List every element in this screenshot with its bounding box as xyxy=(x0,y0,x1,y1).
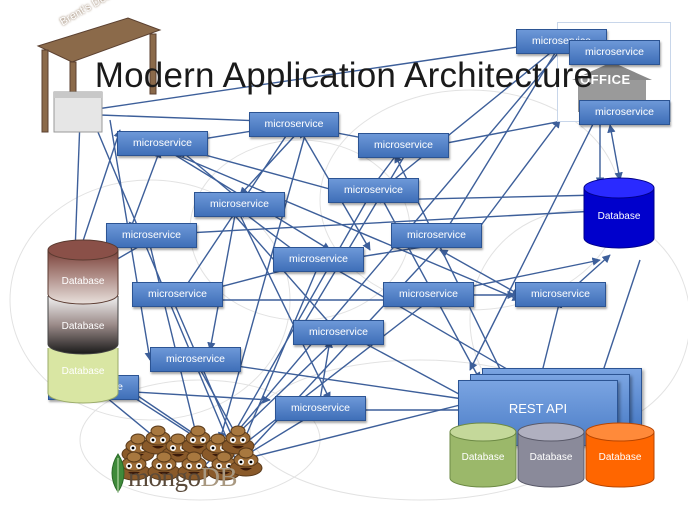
microservice-box: microservice xyxy=(515,282,606,307)
database-orange-label: Database xyxy=(598,452,642,463)
database-blue-icon xyxy=(583,177,655,249)
database-green-label: Database xyxy=(461,452,505,463)
microservice-box: microservice xyxy=(293,320,384,345)
poop-emoji-icon xyxy=(229,447,263,477)
page-title: Modern Application Architecture xyxy=(94,56,594,95)
database-gray-icon xyxy=(517,422,585,488)
connection-arrow xyxy=(469,119,561,241)
microservice-box: microservice xyxy=(106,223,197,248)
connection-arrow xyxy=(217,134,306,441)
database-stack-middle-label: Database xyxy=(61,321,105,332)
microservice-box: microservice xyxy=(569,40,660,65)
microservice-box: microservice xyxy=(275,396,366,421)
microservice-box: microservice xyxy=(117,131,208,156)
connection-arrow xyxy=(607,124,623,181)
mongodb-leaf-icon xyxy=(111,453,125,493)
mongodb-wordmark-main: mongo xyxy=(128,462,201,492)
connection-arrow xyxy=(128,149,162,231)
connection-arrow xyxy=(244,244,441,456)
connection-arrow xyxy=(469,109,601,371)
mongodb-wordmark-db: DB xyxy=(200,462,238,492)
mongodb-logo: mongoDB xyxy=(128,462,238,493)
poop-emoji-icon xyxy=(118,451,151,481)
office-roof-icon xyxy=(572,62,652,80)
connection-arrow xyxy=(179,149,241,201)
microservice-box: microservice xyxy=(132,282,223,307)
database-blue-label: Database xyxy=(597,211,641,222)
poop-emoji-icon xyxy=(147,451,181,481)
microservice-box: microservice xyxy=(391,223,482,248)
poop-emoji-icon xyxy=(177,451,211,481)
microservice-box: microservice xyxy=(249,112,339,137)
connection-arrow xyxy=(319,339,333,401)
office-label: OFFICE xyxy=(580,72,631,87)
database-stack-icon xyxy=(47,239,119,404)
microservice-box: microservice xyxy=(328,178,419,203)
database-green-icon xyxy=(449,422,517,488)
connection-arrow xyxy=(239,129,301,196)
connection-arrow xyxy=(598,259,641,381)
microservice-box: microservice xyxy=(273,247,364,272)
poop-emoji-cluster-icon xyxy=(118,425,263,481)
microservice-box: microservice xyxy=(194,192,285,217)
desk-icon xyxy=(36,17,162,133)
database-stack-bottom-label: Database xyxy=(61,366,105,377)
database-stack-top-label: Database xyxy=(61,276,105,287)
microservice-box: microservice xyxy=(383,282,474,307)
microservice-box: microservice xyxy=(358,133,449,158)
poop-emoji-icon xyxy=(221,425,255,455)
rest-api-label: REST API xyxy=(508,401,568,416)
microservice-box: microservice xyxy=(150,347,241,372)
database-orange-icon xyxy=(585,422,655,488)
connection-arrow xyxy=(229,209,341,336)
microservice-box: microservice xyxy=(579,100,670,125)
database-gray-label: Database xyxy=(529,452,573,463)
